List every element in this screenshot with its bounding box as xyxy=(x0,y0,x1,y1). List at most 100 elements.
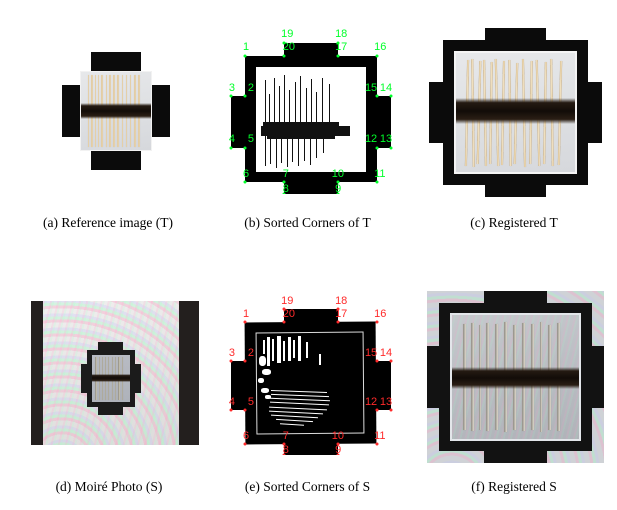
corner-marker-5 xyxy=(243,408,247,412)
corner-label-10: 10 xyxy=(331,168,344,181)
screen-bezel-right xyxy=(178,293,199,445)
matchstick-bundle xyxy=(81,72,151,150)
burnt-heads-band xyxy=(452,367,579,390)
panel-c-photo xyxy=(427,24,604,201)
corner-marker-6 xyxy=(243,180,247,184)
corner-label-9: 9 xyxy=(335,183,342,194)
corner-label-10: 10 xyxy=(331,430,344,442)
corner-label-6: 6 xyxy=(242,168,250,181)
panel-c-registered-t xyxy=(427,24,604,201)
corner-label-16: 16 xyxy=(374,307,387,320)
corner-label-18: 18 xyxy=(335,28,348,40)
caption-d: (d) Moiré Photo (S) xyxy=(55,479,163,494)
corner-marker-6 xyxy=(243,442,247,446)
caption-c: (c) Registered T xyxy=(470,215,558,230)
corner-marker-8 xyxy=(282,192,286,194)
corner-label-13: 13 xyxy=(379,133,393,146)
corner-marker-10 xyxy=(336,442,340,446)
panel-f-registered-s xyxy=(427,291,604,463)
corner-marker-4 xyxy=(229,408,233,412)
corner-label-2: 2 xyxy=(247,346,255,359)
corner-label-14: 14 xyxy=(379,346,393,359)
corner-label-9: 9 xyxy=(335,444,342,455)
corner-marker-3 xyxy=(229,359,233,363)
panel-a-photo xyxy=(62,52,170,170)
panel-a-reference-image xyxy=(62,52,170,170)
corner-marker-17 xyxy=(336,54,340,58)
corner-label-8: 8 xyxy=(282,444,289,455)
corner-label-20: 20 xyxy=(282,307,296,320)
corner-label-1: 1 xyxy=(242,41,250,54)
corner-label-3: 3 xyxy=(228,346,235,359)
corner-label-12: 12 xyxy=(364,133,378,146)
corner-label-12: 12 xyxy=(364,396,378,409)
corner-marker-13 xyxy=(389,408,393,412)
corner-label-15: 15 xyxy=(364,81,378,94)
corner-marker-19 xyxy=(282,41,286,45)
target-inner-photo xyxy=(80,70,152,152)
corner-marker-16 xyxy=(375,320,379,324)
corner-marker-12 xyxy=(375,146,379,150)
corner-marker-7 xyxy=(282,442,286,446)
corner-label-4: 4 xyxy=(228,396,235,409)
corner-label-15: 15 xyxy=(364,346,378,359)
target-inner-photo xyxy=(450,313,581,441)
corner-marker-1 xyxy=(243,320,247,324)
burnt-heads-band xyxy=(81,103,151,119)
corner-marker-13 xyxy=(389,146,393,150)
matchstick-bundle xyxy=(452,315,579,438)
corner-label-17: 17 xyxy=(335,41,348,54)
screen-target xyxy=(80,342,141,415)
panel-d-photo xyxy=(31,293,199,445)
corner-marker-15 xyxy=(375,94,379,98)
screen-bezel-top xyxy=(31,293,199,301)
corner-label-16: 16 xyxy=(374,41,387,54)
corner-label-20: 20 xyxy=(282,41,296,54)
corner-marker-9 xyxy=(336,453,340,455)
corner-label-6: 6 xyxy=(242,430,250,442)
corner-marker-18 xyxy=(336,41,340,45)
corner-label-14: 14 xyxy=(379,81,393,94)
corner-marker-14 xyxy=(389,94,393,98)
corner-label-18: 18 xyxy=(335,295,348,307)
corner-label-1: 1 xyxy=(242,307,250,320)
corner-marker-19 xyxy=(282,307,286,311)
screen-bezel-left xyxy=(31,293,43,445)
corner-marker-17 xyxy=(336,320,340,324)
burnt-heads-band xyxy=(455,98,576,125)
corner-marker-18 xyxy=(336,307,340,311)
corner-marker-4 xyxy=(229,146,233,150)
corner-marker-9 xyxy=(336,192,340,194)
corner-label-19: 19 xyxy=(281,295,294,307)
corner-marker-2 xyxy=(243,94,247,98)
caption-f: (f) Registered S xyxy=(471,479,557,494)
corner-label-8: 8 xyxy=(282,183,289,194)
binary-moire-artifacts xyxy=(256,332,364,434)
corner-label-5: 5 xyxy=(247,133,255,146)
corner-marker-12 xyxy=(375,408,379,412)
binary-burnt-band xyxy=(260,126,351,136)
caption-e: (e) Sorted Corners of S xyxy=(244,479,371,494)
panel-f-photo xyxy=(427,291,604,463)
corner-label-4: 4 xyxy=(228,133,235,146)
corner-label-7: 7 xyxy=(282,168,289,181)
corner-label-11: 11 xyxy=(374,430,386,442)
screen-surface xyxy=(42,300,179,445)
corner-marker-2 xyxy=(243,359,247,363)
panel-d-moire-photo xyxy=(31,293,199,445)
corner-marker-5 xyxy=(243,146,247,150)
corner-label-17: 17 xyxy=(335,307,348,320)
corner-marker-3 xyxy=(229,94,233,98)
corner-marker-20 xyxy=(282,320,286,324)
caption-a: (a) Reference image (T) xyxy=(42,215,174,230)
corner-marker-14 xyxy=(389,359,393,363)
corner-marker-8 xyxy=(282,453,286,455)
binary-matchsticks xyxy=(256,67,366,172)
corner-marker-7 xyxy=(282,180,286,184)
